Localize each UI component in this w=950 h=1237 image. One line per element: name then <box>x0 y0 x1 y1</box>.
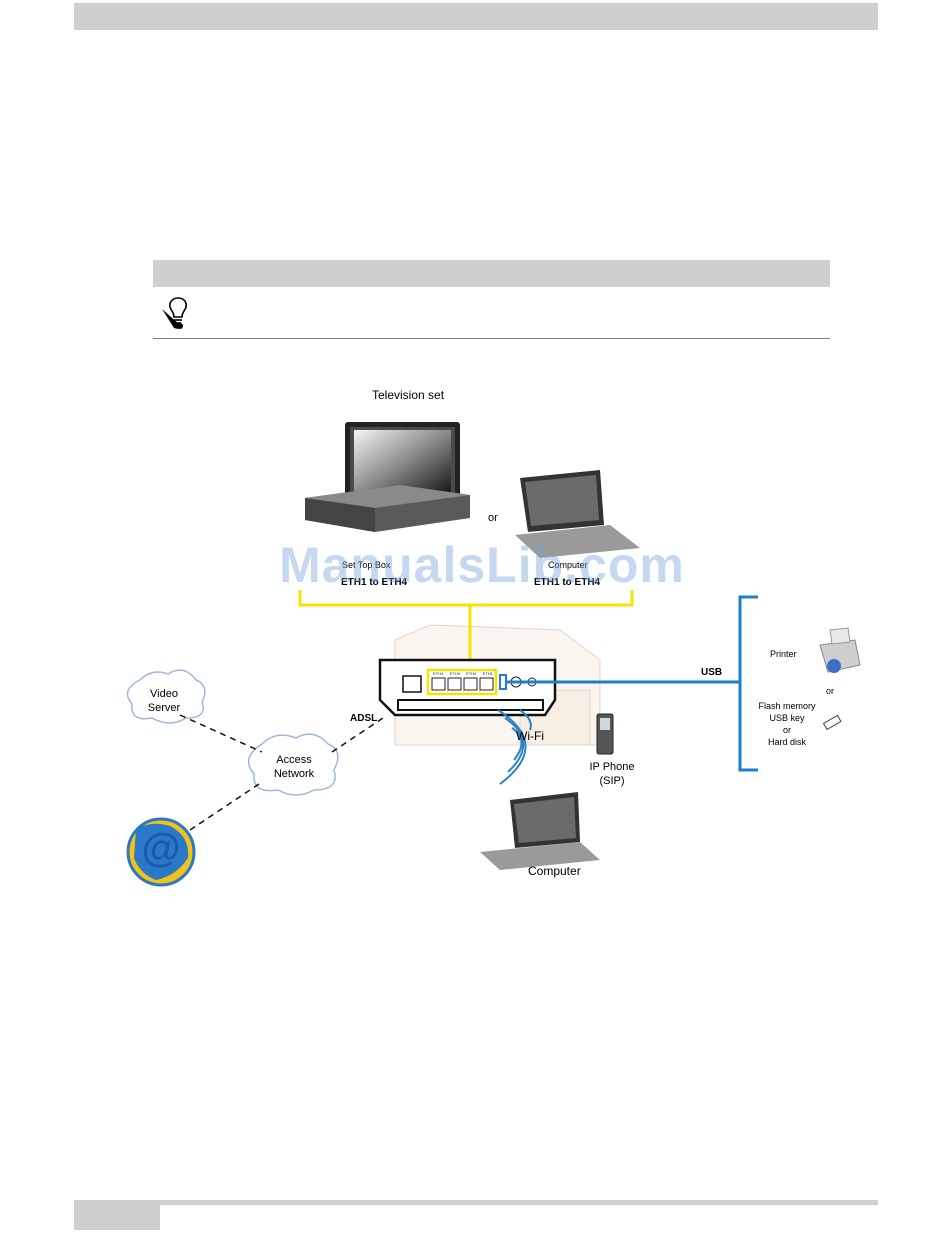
port-eth3: ETH3 <box>450 671 460 676</box>
ip-phone-label: IP Phone (SIP) <box>580 760 644 788</box>
or-right-label: or <box>826 686 834 696</box>
at-symbol: @ <box>141 826 181 871</box>
usb-label: USB <box>701 667 722 678</box>
storage-line-2: USB key <box>752 712 822 724</box>
ip-phone-line-2: (SIP) <box>580 774 644 788</box>
storage-line-3: or <box>752 724 822 736</box>
footer-page-tab <box>74 1200 160 1230</box>
video-server-label: Video Server <box>136 687 192 715</box>
video-server-line-2: Server <box>136 701 192 715</box>
ip-phone-line-1: IP Phone <box>580 760 644 774</box>
storage-line-4: Hard disk <box>752 736 822 748</box>
video-server-line-1: Video <box>136 687 192 701</box>
storage-label: Flash memory USB key or Hard disk <box>752 700 822 748</box>
adsl-label: ADSL <box>350 713 377 724</box>
access-network-line-2: Network <box>262 767 326 781</box>
ip-phone-illustration <box>597 714 613 754</box>
wifi-label: Wi-Fi <box>516 729 544 743</box>
router-port-labels: ETH4 ETH3 ETH2 ETH1 <box>430 671 496 676</box>
port-eth2: ETH2 <box>466 671 476 676</box>
usb-key-illustration <box>824 715 841 729</box>
computer-bottom-label: Computer <box>528 864 581 878</box>
access-network-label: Access Network <box>262 753 326 781</box>
television-set-label: Television set <box>372 388 444 402</box>
or-top-label: or <box>488 512 498 524</box>
port-eth1: ETH1 <box>483 671 493 676</box>
router-illustration <box>380 660 555 715</box>
port-eth4: ETH4 <box>433 671 443 676</box>
printer-illustration <box>820 628 860 673</box>
watermark-text: ManualsLib.com <box>266 536 698 594</box>
storage-line-1: Flash memory <box>752 700 822 712</box>
printer-label: Printer <box>770 649 797 659</box>
access-network-line-1: Access <box>262 753 326 767</box>
laptop-bottom-illustration <box>480 792 600 870</box>
set-top-box-illustration <box>305 485 470 532</box>
footer-bar <box>74 1200 878 1205</box>
